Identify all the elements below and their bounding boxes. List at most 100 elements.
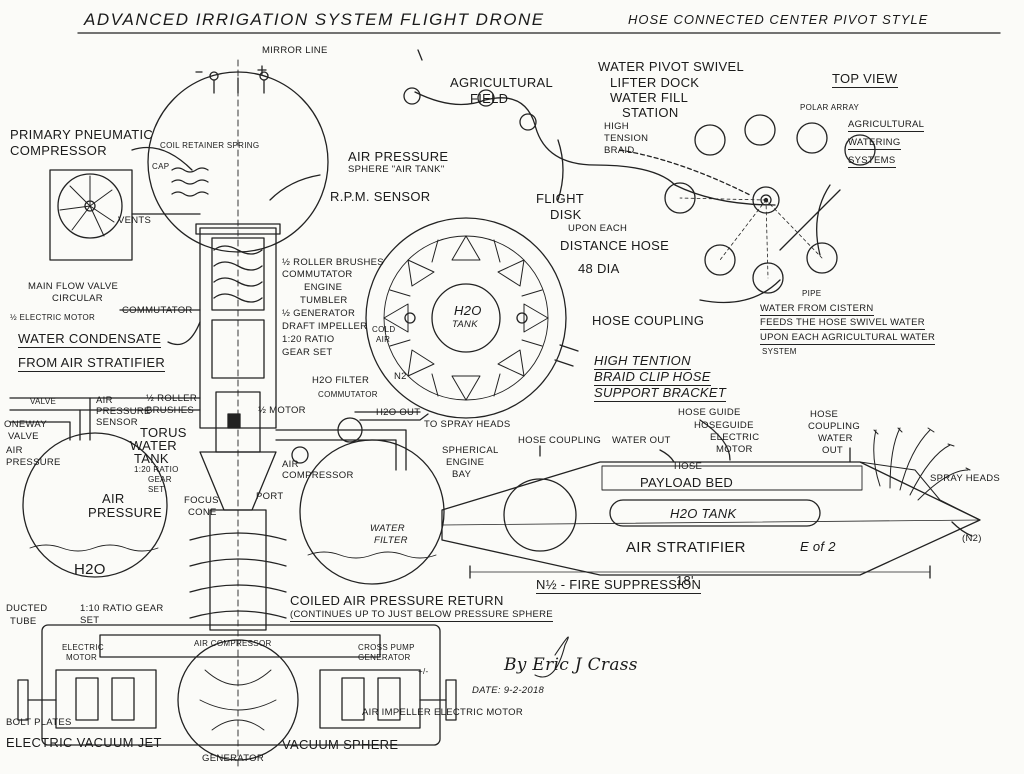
flight-disk-outer: [365, 217, 567, 419]
label-primary-compressor-2: COMPRESSOR: [10, 143, 107, 158]
label-hose-guide-motor-2: ELECTRIC: [710, 432, 760, 443]
label-high-tension: HIGH: [604, 121, 629, 132]
page-subtitle: HOSE CONNECTED CENTER PIVOT STYLE: [628, 12, 929, 27]
label-hose-guide-motor: HOSEGUIDE: [694, 420, 754, 431]
label-gear-set: GEAR SET: [282, 347, 333, 358]
tumbler-core: [211, 237, 265, 311]
lower-tube: [209, 509, 267, 631]
label-cold-air: COLD: [372, 325, 396, 334]
label-ag-water-3: SYSTEMS: [848, 155, 896, 168]
label-commutator-3: COMMUTATOR: [318, 390, 378, 399]
label-rpm-sensor: R.P.M. SENSOR: [330, 189, 431, 204]
label-air-pressure-sensor-3: SENSOR: [96, 417, 138, 428]
label-spherical-bay-2: ENGINE: [446, 457, 485, 468]
label-engine: ENGINE: [304, 282, 343, 293]
label-vacuum-sphere: VACUUM SPHERE: [282, 737, 399, 752]
label-braid-clip-3: SUPPORT BRACKET: [594, 385, 727, 402]
label-spherical-bay: SPHERICAL: [442, 445, 499, 456]
label-length: 18': [676, 573, 694, 588]
drone-hull: [441, 461, 981, 576]
label-air-pressure-in: AIR: [6, 445, 23, 456]
label-gear-ratio-small-2: GEAR: [148, 475, 172, 484]
label-motor-half: ½ MOTOR: [258, 405, 306, 416]
label-ducted: DUCTED: [6, 603, 48, 614]
label-pipe: PIPE: [802, 289, 822, 298]
air-compressor-bar: [99, 634, 381, 658]
label-mirror-line: MIRROR LINE: [262, 45, 328, 56]
label-ag-water-2: WATERING: [848, 137, 901, 150]
label-water-filter-2: FILTER: [374, 535, 408, 546]
label-spray-heads: SPRAY HEADS: [930, 473, 1000, 484]
coiled-return-lines: [189, 532, 287, 619]
label-focus: FOCUS: [184, 495, 219, 506]
label-high-tension-2: TENSION: [604, 133, 649, 144]
label-hose-coupling-far-3: WATER: [818, 433, 853, 444]
label-cap: CAP: [152, 162, 170, 171]
label-main-valve: MAIN FLOW VALVE: [28, 281, 119, 292]
callout-compressor: [131, 146, 193, 171]
label-to-spray: TO SPRAY HEADS: [424, 419, 511, 430]
label-hose-guide-motor-3: MOTOR: [716, 444, 753, 455]
label-tube: TUBE: [10, 616, 37, 627]
label-polar-array: POLAR ARRAY: [800, 103, 860, 112]
high-tension-braid: [619, 149, 751, 196]
label-agricultural-field: AGRICULTURAL: [450, 75, 554, 90]
label-high-tension-3: BRAID: [604, 145, 635, 156]
label-primary-compressor: PRIMARY PNEUMATIC: [10, 127, 154, 142]
label-air-compressor-small-2: COMPRESSOR: [282, 470, 354, 481]
label-commutator: COMMUTATOR: [122, 305, 193, 316]
field-hose-path: [414, 91, 776, 206]
label-main-valve-2: CIRCULAR: [52, 293, 103, 304]
air-pressure-sphere: [147, 71, 329, 253]
coil-spring: [171, 167, 209, 197]
label-pivot-4: STATION: [622, 105, 679, 120]
label-torus: TORUS: [140, 425, 187, 440]
torus-core: [227, 413, 241, 429]
label-cistern: WATER FROM CISTERN: [760, 303, 874, 316]
label-spherical-bay-3: BAY: [452, 469, 472, 480]
column-cap: [195, 223, 281, 235]
page-title: ADVANCED IRRIGATION SYSTEM FLIGHT DRONE: [84, 10, 545, 29]
label-coil-spring: COIL RETAINER SPRING: [160, 141, 260, 150]
label-cross-pump-2: GENERATOR: [358, 653, 411, 662]
label-air-sphere-2: SPHERE "AIR TANK": [348, 164, 445, 175]
label-roller-brushes-mid: ½ ROLLER: [146, 393, 197, 404]
label-hose-guide: HOSE GUIDE: [678, 407, 741, 418]
label-condensate-2: FROM AIR STRATIFIER: [18, 355, 166, 372]
label-hose-coupling-far-2: COUPLING: [808, 421, 861, 432]
label-generator-bottom: GENERATOR: [202, 753, 264, 764]
label-water-filter: WATER: [370, 523, 405, 534]
label-gear-ratio: 1:20 RATIO: [282, 334, 335, 345]
label-disk-tank: TANK: [452, 319, 478, 330]
label-water-out-mid: WATER OUT: [612, 435, 671, 446]
label-cone: CONE: [188, 507, 217, 518]
label-air-sphere: AIR PRESSURE: [348, 149, 449, 164]
label-air-pressure-sensor: AIR: [96, 395, 113, 406]
label-agricultural-field-2: FIELD: [470, 91, 509, 106]
label-cold-air-2: AIR: [376, 335, 391, 344]
label-flight-disk-2: DISK: [550, 207, 582, 222]
label-disk-h2o: H2O: [454, 303, 482, 318]
label-commutator-2: COMMUTATOR: [282, 269, 353, 280]
bottom-frame: [41, 624, 441, 746]
label-e-of-2: E of 2: [800, 539, 836, 554]
label-ratio-gear-2: SET: [80, 615, 100, 626]
label-air-stratifier: AIR STRATIFIER: [626, 539, 746, 556]
label-air-pressure-tank-2: PRESSURE: [88, 505, 162, 520]
label-air-pressure-tank: AIR: [102, 491, 125, 506]
label-pivot: WATER PIVOT SWIVEL: [598, 59, 745, 74]
top-terminals: [195, 65, 269, 94]
label-roller-brushes-mid-2: BRUSHES: [146, 405, 195, 416]
label-electric-motor-2: MOTOR: [66, 653, 98, 662]
label-air-compressor-small: AIR: [282, 459, 299, 470]
label-cistern-4: SYSTEM: [762, 347, 797, 356]
label-pivot-3: WATER FILL: [610, 90, 689, 105]
label-tumbler: TUMBLER: [300, 295, 348, 306]
label-n2-right: (N2): [962, 533, 982, 544]
payload-bed-box: [601, 465, 863, 491]
label-top-view: TOP VIEW: [832, 71, 898, 88]
label-gear-ratio-small: 1:20 RATIO: [134, 465, 179, 474]
label-bolt-plates: BOLT PLATES: [6, 717, 72, 728]
